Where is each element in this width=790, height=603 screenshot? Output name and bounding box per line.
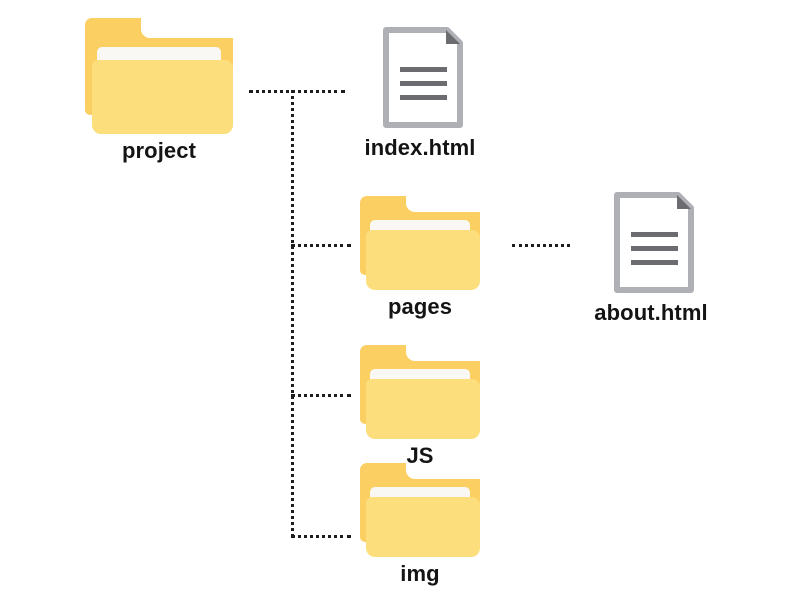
- document-page: [614, 192, 694, 293]
- document-fold-corner: [677, 195, 691, 209]
- folder-icon: [360, 345, 480, 439]
- document-icon: [383, 27, 463, 128]
- folder-icon: [360, 196, 480, 290]
- document-text-line: [631, 232, 678, 237]
- connector-pages-to-about: [512, 244, 570, 247]
- node-pages[interactable]: pages: [360, 196, 480, 336]
- js-icon-wrap: [360, 345, 480, 439]
- document-text-line: [400, 81, 447, 86]
- img-icon-wrap: [360, 463, 480, 557]
- connector-project-to-index: [249, 90, 345, 93]
- node-js[interactable]: JS: [360, 345, 480, 485]
- node-label-img: img: [400, 561, 440, 586]
- folder-front-panel: [366, 378, 480, 439]
- folder-tab-notch: [405, 345, 480, 361]
- folder-front-panel: [366, 496, 480, 557]
- folder-icon: [360, 463, 480, 557]
- document-icon: [614, 192, 694, 293]
- folder-tab-notch: [141, 18, 233, 38]
- node-img[interactable]: img: [360, 463, 480, 603]
- project-icon-wrap: [85, 18, 233, 134]
- index-icon-wrap: [357, 25, 483, 130]
- node-index-html[interactable]: index.html: [357, 25, 483, 170]
- folder-icon: [85, 18, 233, 134]
- folder-tab-notch: [405, 196, 480, 212]
- document-page: [383, 27, 463, 128]
- about-icon-wrap: [588, 190, 714, 295]
- document-text-line: [631, 246, 678, 251]
- folder-front-panel: [92, 59, 233, 134]
- document-text-line: [631, 260, 678, 265]
- folder-tab-notch: [405, 463, 480, 479]
- node-project[interactable]: project: [85, 18, 233, 168]
- pages-icon-wrap: [360, 196, 480, 290]
- node-about-html[interactable]: about.html: [588, 190, 714, 335]
- node-label-pages: pages: [387, 294, 453, 319]
- document-text-line: [400, 95, 447, 100]
- connector-trunk-to-js: [291, 394, 351, 397]
- connector-trunk: [291, 90, 294, 537]
- document-text-line: [400, 67, 447, 72]
- node-label-project: project: [121, 138, 197, 163]
- folder-front-panel: [366, 229, 480, 290]
- connector-trunk-to-img: [291, 535, 351, 538]
- connector-trunk-to-pages: [291, 244, 351, 247]
- document-fold-corner: [446, 30, 460, 44]
- node-label-index-html: index.html: [364, 135, 476, 160]
- node-label-about-html: about.html: [594, 300, 708, 325]
